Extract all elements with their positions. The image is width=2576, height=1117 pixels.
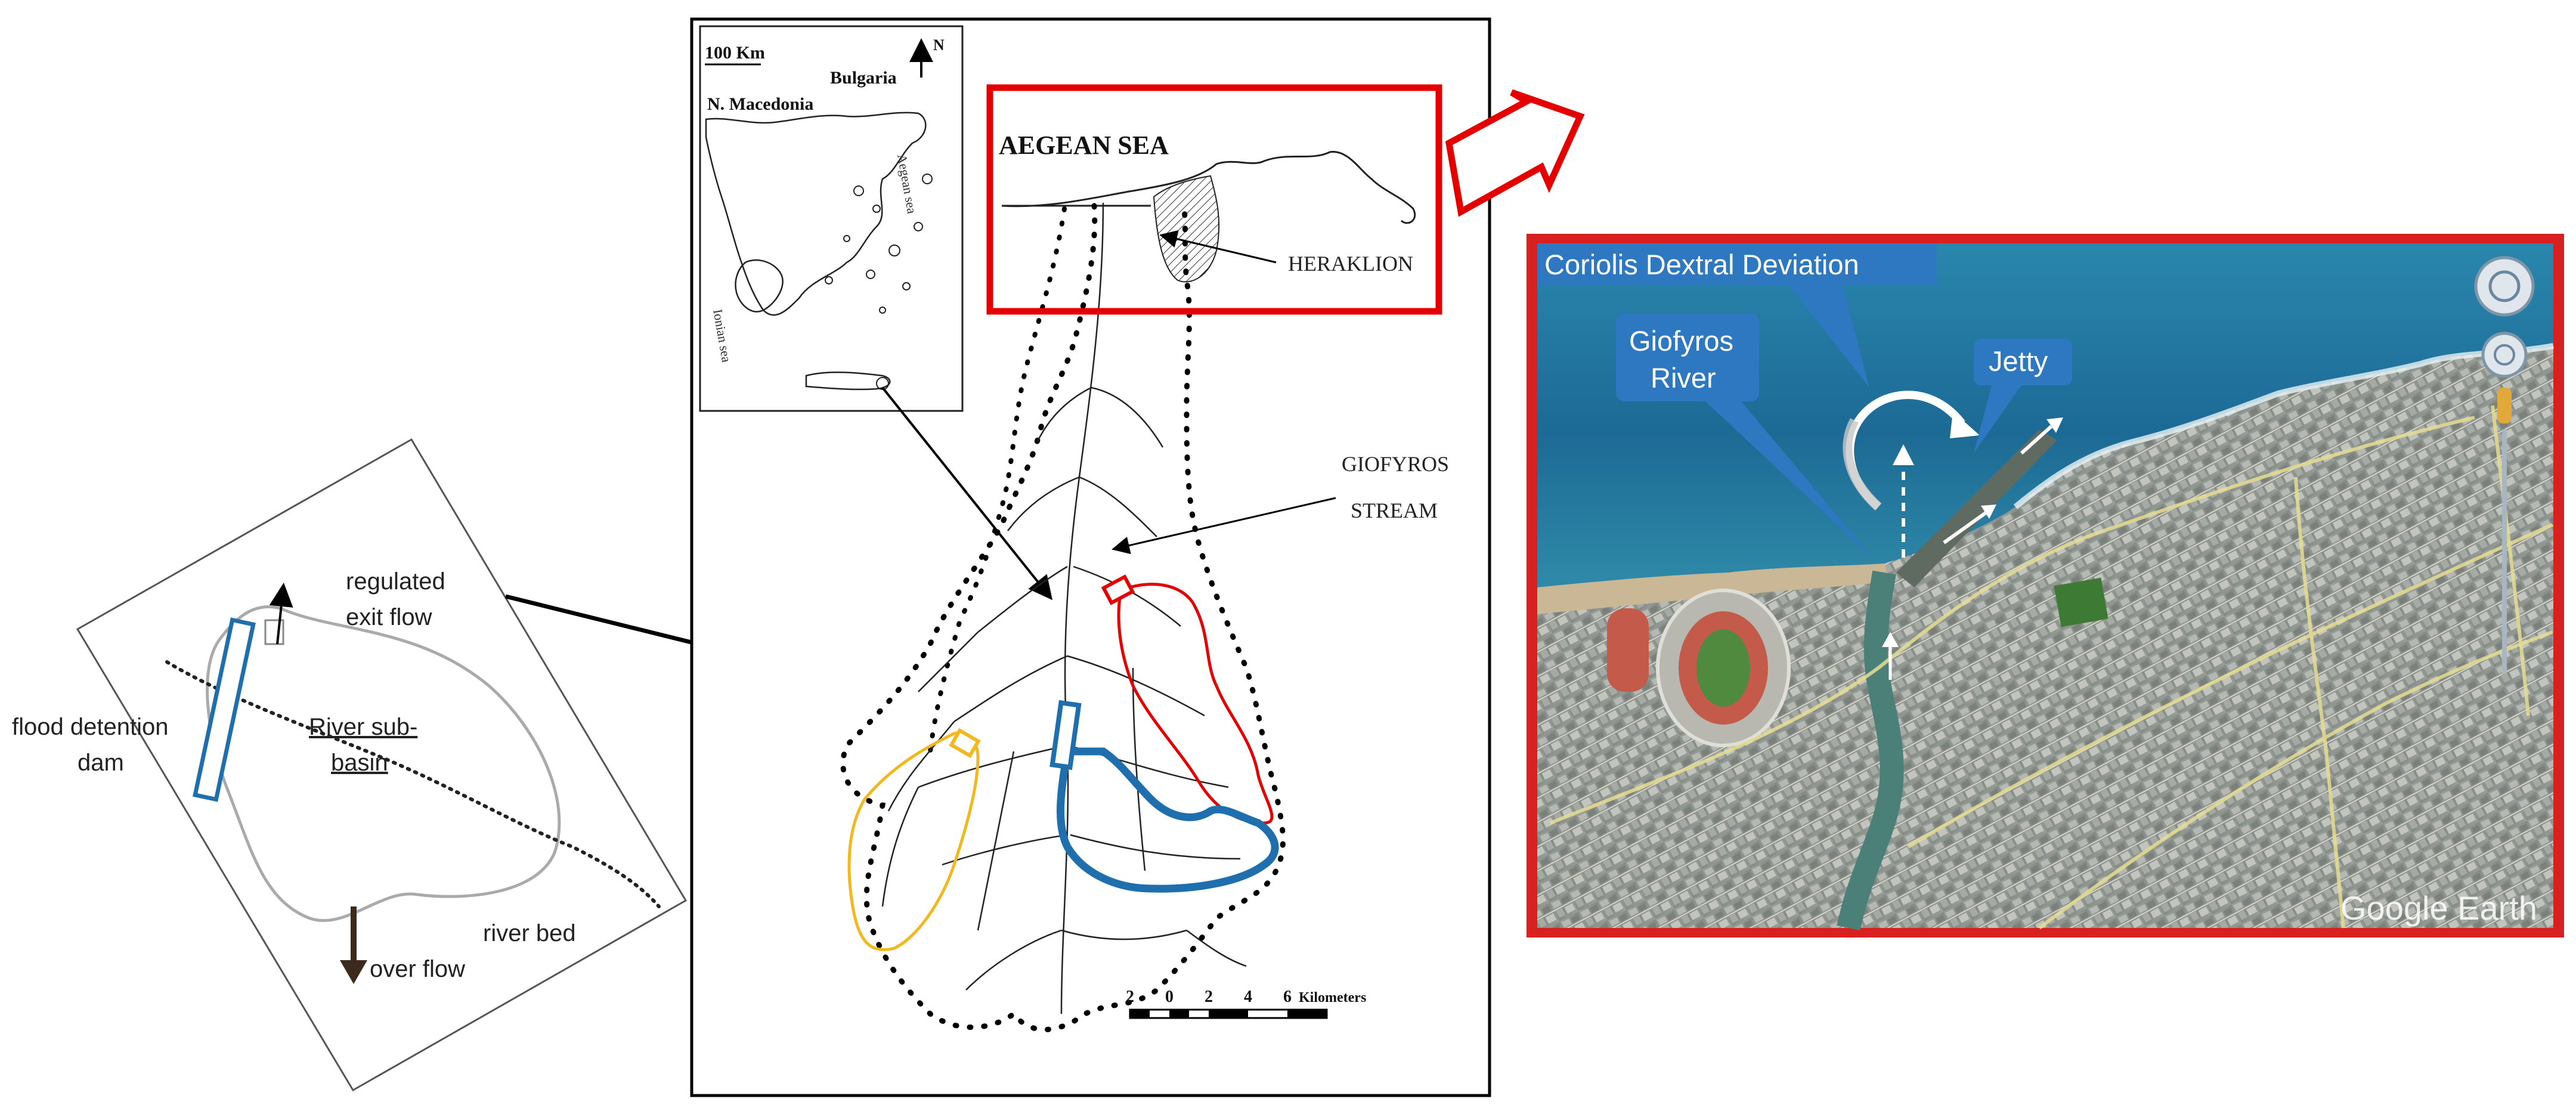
look-control-inner-icon[interactable]	[2488, 270, 2521, 302]
scale-tick-4: 6	[1283, 988, 1292, 1006]
sub-basin-outline	[206, 605, 561, 923]
look-around-control-icon[interactable]	[2474, 256, 2535, 317]
coriolis-fading-arc	[1843, 418, 1882, 510]
sports-field-1	[1607, 608, 1649, 692]
google-earth-watermark: Google Earth	[2340, 889, 2537, 927]
giofyros-stream-label-1: GIOFYROS	[1342, 452, 1449, 476]
inset-frame	[699, 25, 964, 412]
move-control-icon[interactable]	[2481, 332, 2528, 378]
road-network	[1549, 405, 2553, 930]
river-sub-basin-label: River sub-	[309, 714, 417, 740]
giofyros-river-label-2: River	[1651, 362, 1716, 394]
coriolis-arrowhead	[1950, 411, 1980, 438]
inset-pointer-arrow	[881, 386, 1052, 601]
jetty-flow-arrow-2	[2020, 425, 2053, 455]
sea-area	[1537, 243, 2553, 587]
heraklion-pointer-arrow	[1159, 230, 1277, 264]
river-bed-label: river bed	[483, 920, 576, 946]
stadium-pitch	[1696, 629, 1750, 707]
dam-label: dam	[78, 750, 124, 776]
north-coastline	[1001, 151, 1416, 224]
basin-label: basin	[331, 750, 388, 776]
coriolis-callout: Coriolis Dextral Deviation	[1537, 243, 1937, 388]
greece-inset-map: 100 Km N Bulgaria N. Macedonia Aegean se…	[699, 25, 964, 412]
yellow-dam	[949, 728, 981, 759]
detail-panel-frame	[76, 438, 688, 1092]
coriolis-label: Coriolis Dextral Deviation	[1544, 249, 1859, 280]
north-label: N	[933, 36, 945, 54]
red-dam	[1101, 574, 1135, 605]
peloponnese-coastline	[735, 259, 784, 312]
jetty-structure	[1896, 429, 2057, 587]
move-control-inner-icon[interactable]	[2494, 344, 2515, 366]
overflow-arrowhead	[340, 960, 367, 984]
sports-field-2	[2054, 577, 2109, 627]
giofyros-river-callout: Giofyros River	[1616, 313, 1872, 558]
giofyros-river-label-1: Giofyros	[1629, 325, 1733, 357]
map-navigation-controls[interactable]	[2474, 256, 2535, 674]
regulated-label: regulated	[346, 568, 445, 595]
river-bed-line	[165, 660, 661, 908]
crete-coastline	[805, 371, 891, 391]
river-inflow-arrowhead	[1882, 632, 1899, 647]
zoom-outline-arrow	[1445, 89, 1585, 217]
flood-detention-label: flood detention	[12, 714, 168, 740]
scale-tick-1: 0	[1165, 988, 1174, 1006]
scale-unit: Kilometers	[1299, 990, 1366, 1005]
basin-scale-bar: 2 0 2 4 6 Kilometers	[1126, 988, 1366, 1019]
giofyros-pointer-arrow	[1111, 497, 1336, 555]
beach-strip	[1537, 564, 1890, 614]
satellite-image: Coriolis Dextral Deviation Giofyros Rive…	[1537, 243, 2554, 931]
red-sub-basin	[1117, 583, 1274, 825]
giofyros-river-channel	[1837, 570, 1904, 931]
blue-dam	[1049, 700, 1082, 771]
yellow-sub-basin	[847, 731, 980, 951]
jetty-flow-arrow-1	[1943, 511, 1987, 544]
jetty-flow-arrowhead-1	[1981, 505, 1996, 519]
bulgaria-label: Bulgaria	[830, 68, 897, 88]
satellite-panel: Coriolis Dextral Deviation Giofyros Rive…	[1527, 234, 2564, 937]
dashed-outflow-arrowhead	[1893, 444, 1914, 465]
exit-flow-label: exit flow	[346, 604, 432, 630]
jetty-label: Jetty	[1989, 345, 2048, 377]
pegman-icon[interactable]	[2497, 388, 2512, 423]
exit-flow-arrow	[269, 583, 293, 645]
heraklion-label: HERAKLION	[1288, 252, 1413, 276]
blue-sub-basin	[1057, 747, 1279, 893]
sub-basin-detail-panel: regulated exit flow flood detention dam …	[12, 438, 688, 1092]
basin-map-panel: 100 Km N Bulgaria N. Macedonia Aegean se…	[690, 17, 1491, 1097]
aegean-sea-label: AEGEAN SEA	[999, 131, 1169, 160]
greece-coastline	[705, 112, 927, 316]
jetty-callout: Jetty	[1974, 339, 2072, 453]
over-flow-label: over flow	[370, 956, 465, 982]
flood-detention-dam	[193, 617, 256, 802]
inset-scale-text: 100 Km	[705, 43, 765, 63]
heraklion-highlight-box	[986, 84, 1442, 315]
jetty-flow-arrowhead-2	[2046, 417, 2063, 433]
scale-tick-0: 2	[1126, 988, 1134, 1006]
scale-tick-2: 2	[1205, 988, 1213, 1006]
scale-tick-3: 4	[1244, 988, 1252, 1006]
aegean-islands	[825, 174, 933, 314]
surf-line	[2013, 343, 2554, 509]
macedonia-label: N. Macedonia	[707, 94, 813, 114]
giofyros-stream-label-2: STREAM	[1351, 499, 1438, 522]
